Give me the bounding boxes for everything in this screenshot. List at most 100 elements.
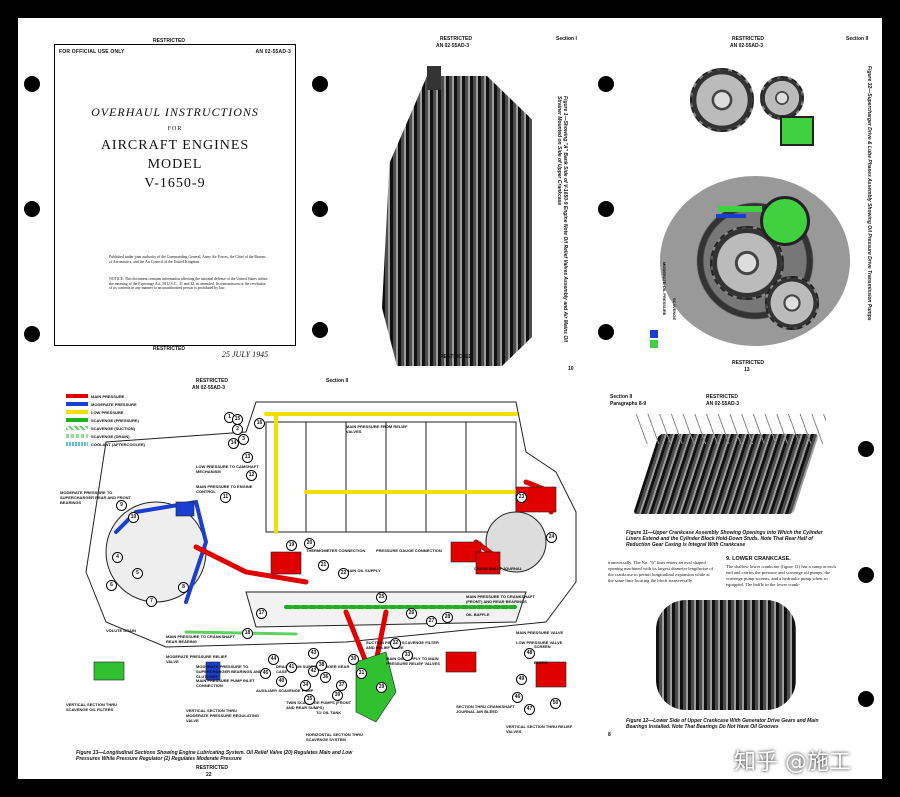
- engine-photo-page: RESTRICTED AN 02-55AD-3 Section I Figure…: [332, 36, 590, 372]
- page2-header-restricted: RESTRICTED: [440, 36, 472, 42]
- binder-hole: [598, 76, 614, 92]
- callout-number: 20: [304, 538, 315, 549]
- callout-number: 13: [242, 452, 253, 463]
- legend-label: SCAVENGE (PRESSURE): [91, 417, 139, 423]
- legend-row-main: MAIN PRESSURE: [66, 392, 145, 400]
- page3-legend-label-1: MODERATE OIL PRESSURE: [662, 262, 667, 316]
- binder-hole: [858, 441, 874, 457]
- cover-title: OVERHAUL INSTRUCTIONS FOR AIRCRAFT ENGIN…: [55, 105, 295, 192]
- engine-outline: [85, 401, 577, 648]
- legend-row-coolant: COOLANT (AFTERCOOLER): [66, 440, 145, 448]
- callout-number: 38: [316, 660, 327, 671]
- watermark: 知乎 @施工: [734, 750, 851, 775]
- callout-number: 5: [132, 568, 143, 579]
- legend-swatch: [66, 442, 88, 446]
- legend-label: SCAVENGE (DRAIN): [91, 433, 130, 439]
- oil-passage-green-top: [780, 116, 814, 146]
- callout-number: 18: [242, 628, 253, 639]
- callout-number: 25: [376, 592, 387, 603]
- page5-header-paragraphs: Paragraphs 8-9: [610, 401, 647, 407]
- callout-number: 22: [338, 568, 349, 579]
- engine-outline-path: [85, 401, 577, 648]
- callout-number: 35: [304, 694, 315, 705]
- callout-number: 37: [336, 680, 347, 691]
- callout-number: 44: [268, 654, 279, 665]
- legend-row-scavenge-drain: SCAVENGE (DRAIN): [66, 432, 145, 440]
- legend-row-scavenge-pressure: SCAVENGE (PRESSURE): [66, 416, 145, 424]
- callout-number: 21: [318, 560, 329, 571]
- page4-caption: Figure 33—Longitudinal Sections Showing …: [76, 750, 353, 762]
- drive-gear-small: [760, 76, 804, 120]
- diagram-callout: MAIN PRESSURE VALVE: [516, 630, 564, 635]
- callout-number: 10: [128, 512, 139, 523]
- red-manifolds: [270, 486, 567, 688]
- page4-page-number: 22: [206, 772, 212, 778]
- oil-passage-blue: [716, 214, 746, 218]
- page3-footer-restricted: RESTRICTED: [732, 360, 764, 366]
- diagram-callout: OIL BAFFLE: [466, 612, 490, 617]
- main-pressure-pump: [475, 551, 501, 575]
- callout-number: 46: [512, 692, 523, 703]
- callout-number: 48: [524, 648, 535, 659]
- callout-number: 15: [232, 414, 243, 425]
- cover-header-left: FOR OFFICIAL USE ONLY: [59, 49, 125, 55]
- page3-header-doc: AN 02-55AD-3: [730, 43, 764, 49]
- pressure-pump-block: [270, 551, 302, 575]
- diagram-callout: LOW PRESSURE TO CAMSHAFT MECHANISM: [196, 464, 259, 474]
- diagram-callout: SUCTION PIPE TO SCAVENGE FILTER AND RELI…: [366, 640, 439, 650]
- binder-hole: [24, 201, 40, 217]
- diagram-callout: PRESSURE GAUGE CONNECTION: [376, 548, 442, 553]
- lower-crankcase-photo: [656, 600, 796, 710]
- supercharger-page: RESTRICTED AN 02-55AD-3 Section II MODER…: [620, 36, 878, 373]
- diagram-callout: BLEED: [534, 660, 548, 665]
- oil-passage-green: [760, 196, 810, 246]
- legend-label: LOW PRESSURE: [91, 409, 124, 415]
- binder-hole: [312, 322, 328, 338]
- callout-number: 29: [376, 682, 387, 693]
- callout-number: 30: [348, 654, 359, 665]
- diagram-callout: MAIN PRESSURE TO ENGINE CONTROL: [196, 484, 253, 494]
- legend-swatch: [66, 410, 88, 414]
- page4-footer-restricted: RESTRICTED: [196, 765, 228, 771]
- callout-number: 31: [356, 668, 367, 679]
- diagram-callout: THERMOMETER CONNECTION: [306, 548, 366, 553]
- diagram-callout: VOLUTE DRAIN: [106, 628, 136, 633]
- callout-number: 16: [254, 418, 265, 429]
- pressure-valve-block: [535, 661, 567, 688]
- callout-number: 32: [390, 638, 401, 649]
- diagram-callout: MAIN PRESSURE TO CRANKSHAFT (FRONT) AND …: [466, 594, 535, 604]
- diagram-callout: VERTICAL SECTION THRU SCAVENGE OIL FILTE…: [66, 702, 118, 712]
- legend-label: MAIN PRESSURE: [91, 393, 125, 399]
- legend-label: SCAVENGE (SUCTION): [91, 425, 135, 431]
- cover-header-restricted: RESTRICTED: [153, 38, 185, 44]
- callout-number: 8: [178, 582, 189, 593]
- binder-hole: [312, 201, 328, 217]
- page3-header-section: Section II: [846, 36, 869, 42]
- callout-number: 45: [260, 668, 271, 679]
- page3-header-restricted: RESTRICTED: [732, 36, 764, 42]
- diagram-callout: TWIN SCAVENGE PUMPS (FRONT AND REAR SUMP…: [286, 700, 352, 710]
- callout-number: 6: [106, 580, 117, 591]
- cylinder-block: [265, 421, 517, 533]
- callout-number: 41: [286, 662, 297, 673]
- diagram-callout: MODERATE PRESSURE RELIEF VALVE: [166, 654, 228, 664]
- moderate-pressure-valve: [205, 661, 221, 681]
- drive-gear-top: [690, 68, 754, 132]
- page5-paragraph-left: transversally. The No. "6" liner enters …: [608, 560, 714, 583]
- cover-notice: NOTICE: This document contains informati…: [109, 277, 268, 291]
- callout-number: 49: [516, 674, 527, 685]
- diagram-callout: MAIN OIL SUPPLY: [346, 568, 381, 573]
- callout-number: 36: [320, 672, 331, 683]
- callout-number: 9: [116, 500, 127, 511]
- diagram-callout: MAIN OIL SUPPLY TO MAIN PRESSURE RELIEF …: [386, 656, 440, 666]
- callout-number: 14: [228, 438, 239, 449]
- callout-number: 24: [546, 532, 557, 543]
- crankcase-studs: [636, 414, 826, 444]
- page3-page-number: 13: [744, 367, 750, 373]
- page3-legend: [650, 266, 658, 348]
- callout-number: 28: [442, 612, 453, 623]
- callout-number: 11: [220, 492, 231, 503]
- callout-number: 27: [426, 616, 437, 627]
- callout-number: 47: [524, 704, 535, 715]
- callout-number: 19: [286, 540, 297, 551]
